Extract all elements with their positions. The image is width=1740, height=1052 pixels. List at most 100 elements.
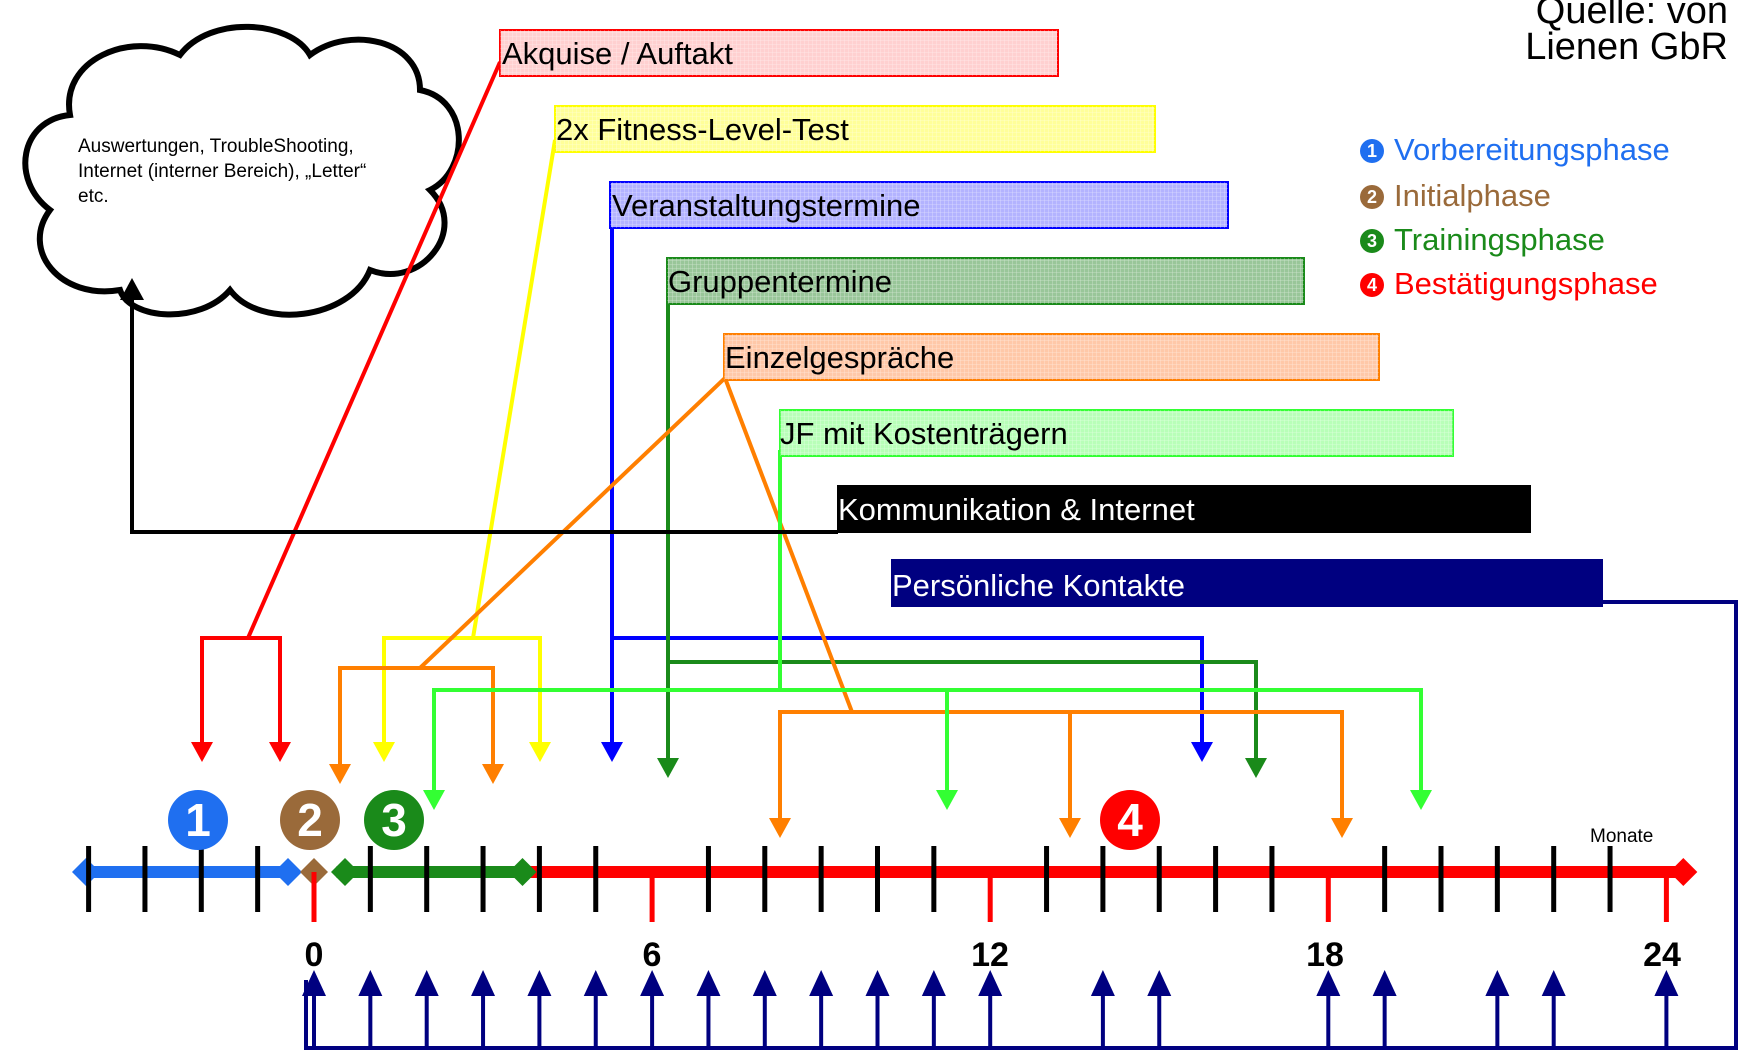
cloud-text: Auswertungen, TroubleShooting, Internet … bbox=[78, 136, 367, 207]
arrow-down bbox=[191, 742, 213, 762]
legend-item-initial: 2 Initialphase bbox=[1360, 180, 1551, 211]
activity-bar-hatch bbox=[500, 30, 1058, 76]
arrow-down bbox=[936, 790, 958, 810]
arrow-up bbox=[978, 970, 1003, 996]
legend-item-training: 3 Trainingsphase bbox=[1360, 224, 1605, 255]
arrow-down bbox=[1245, 758, 1267, 778]
legend-item-bestaetigung: 4 Bestätigungsphase bbox=[1360, 268, 1658, 299]
arrow-up bbox=[1654, 970, 1679, 996]
connector-jf-left bbox=[432, 688, 780, 790]
legend-num: 3 bbox=[1360, 229, 1384, 253]
diamond-training-start bbox=[330, 858, 359, 886]
arrow-up bbox=[1541, 970, 1566, 996]
arrow-down bbox=[529, 742, 551, 762]
arrow-up bbox=[471, 970, 496, 996]
arrow-up bbox=[752, 970, 777, 996]
source-line-2: Lienen GbR bbox=[1525, 26, 1728, 68]
bar-label-persoenlich: Persönliche Kontakte bbox=[892, 568, 1185, 603]
legend-num: 2 bbox=[1360, 185, 1384, 209]
arrow-down bbox=[1331, 818, 1353, 838]
arrow-down bbox=[373, 742, 395, 762]
arrow-down bbox=[1410, 790, 1432, 810]
arrow-down bbox=[482, 764, 504, 784]
arrow-down bbox=[1191, 742, 1213, 762]
arrow-up-cloud bbox=[120, 278, 144, 300]
bar-label-gruppen: Gruppentermine bbox=[668, 264, 893, 299]
bar-label-kommunikation: Kommunikation & Internet bbox=[838, 492, 1195, 527]
legend-num: 4 bbox=[1360, 273, 1384, 297]
arrow-up bbox=[696, 970, 721, 996]
arrow-up bbox=[1090, 970, 1115, 996]
arrow-up bbox=[865, 970, 890, 996]
connector-fitness bbox=[471, 139, 557, 639]
unit-label: Monate bbox=[1590, 826, 1654, 847]
phase-badge-2: 2 bbox=[280, 790, 340, 850]
arrow-down bbox=[1059, 818, 1081, 838]
arrow-up bbox=[414, 970, 439, 996]
arrow-up bbox=[527, 970, 552, 996]
connector-einzel-right bbox=[723, 377, 854, 713]
arrow-up bbox=[1147, 970, 1172, 996]
tick-label-6: 6 bbox=[642, 936, 662, 974]
diamond-training-end bbox=[508, 858, 537, 886]
connector-einzel-left bbox=[418, 376, 727, 670]
phase-badge-3: 3 bbox=[364, 790, 424, 850]
activity-bar-hatch bbox=[724, 334, 1379, 380]
arrow-up bbox=[302, 970, 326, 996]
arrow-up bbox=[583, 970, 608, 996]
arrow-down bbox=[601, 742, 623, 762]
activity-bar-hatch bbox=[780, 410, 1453, 456]
cloud-shape bbox=[22, 23, 462, 318]
activity-bar-hatch bbox=[555, 106, 1155, 152]
connectors bbox=[130, 61, 1738, 1050]
activity-bar bbox=[837, 485, 1531, 533]
source-line-1: Quelle: von bbox=[1535, 0, 1728, 32]
arrow-down bbox=[423, 790, 445, 810]
connector-einzel-right-branch bbox=[778, 710, 1344, 818]
contact-arrows bbox=[302, 970, 1679, 1048]
arrow-up bbox=[1316, 970, 1341, 996]
phase-badge-1: 1 bbox=[168, 790, 228, 850]
bar-label-veranstaltung: Veranstaltungstermine bbox=[612, 188, 921, 223]
bar-label-akquise: Akquise / Auftakt bbox=[502, 36, 733, 71]
connector-persoenlich bbox=[304, 600, 1738, 1050]
bar-label-jf: JF mit Kostenträgern bbox=[780, 416, 1068, 451]
tick-label-24: 24 bbox=[1643, 936, 1681, 974]
activity-bars bbox=[499, 29, 1603, 607]
arrow-up bbox=[640, 970, 665, 996]
activity-bar-hatch bbox=[667, 258, 1304, 304]
arrowheads-down bbox=[191, 742, 1432, 838]
phase-badge-4: 4 bbox=[1100, 790, 1160, 850]
connector-akquise bbox=[246, 61, 502, 639]
diamond-end bbox=[1669, 858, 1698, 886]
activity-bar bbox=[891, 559, 1603, 607]
legend-num: 1 bbox=[1360, 139, 1384, 163]
tick-label-12: 12 bbox=[971, 936, 1009, 974]
connector-akquise-branch bbox=[200, 636, 282, 742]
diamond-prep-end bbox=[274, 858, 302, 886]
legend-label: Trainingsphase bbox=[1394, 222, 1605, 257]
bar-label-einzel: Einzelgespräche bbox=[725, 340, 955, 375]
diamond-start bbox=[72, 858, 100, 886]
bar-label-fitness: 2x Fitness-Level-Test bbox=[556, 112, 849, 147]
connector-kommunikation bbox=[130, 290, 838, 534]
arrow-up bbox=[921, 970, 946, 996]
legend-label: Bestätigungsphase bbox=[1394, 266, 1658, 301]
arrow-down bbox=[657, 758, 679, 778]
activity-bar-hatch bbox=[610, 182, 1228, 228]
connector-jf bbox=[778, 450, 1423, 790]
arrow-up bbox=[1372, 970, 1397, 996]
tick-label-0: 0 bbox=[304, 936, 324, 974]
connector-einzel-left-branch bbox=[338, 666, 495, 764]
arrow-up bbox=[809, 970, 834, 996]
arrow-up bbox=[358, 970, 383, 996]
legend-label: Initialphase bbox=[1394, 178, 1551, 213]
arrow-up bbox=[1485, 970, 1510, 996]
arrow-down bbox=[769, 818, 791, 838]
legend-label: Vorbereitungsphase bbox=[1394, 132, 1670, 167]
tick-label-18: 18 bbox=[1306, 936, 1344, 974]
legend-item-vorbereitung: 1 Vorbereitungsphase bbox=[1360, 134, 1670, 165]
arrow-down bbox=[269, 742, 291, 762]
timeline bbox=[72, 846, 1698, 922]
